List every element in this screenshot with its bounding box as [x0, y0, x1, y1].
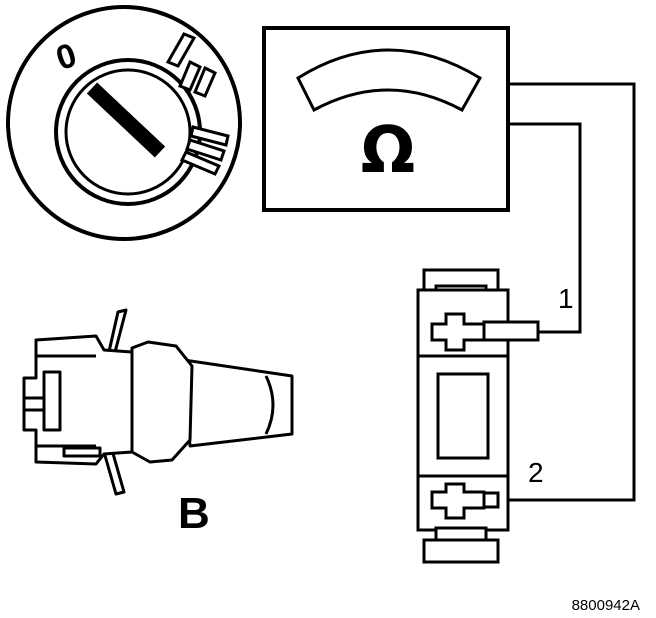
meter-scale-arc — [296, 48, 483, 113]
connector-b — [22, 308, 294, 496]
position-mark-iii — [179, 125, 230, 176]
ignition-switch — [6, 5, 242, 241]
lead-2-wire — [498, 82, 636, 502]
meter-unit-symbol: Ω — [361, 114, 415, 188]
lead-1-label: 1 — [558, 283, 574, 314]
block-window — [436, 372, 490, 460]
connector-label: B — [178, 489, 210, 538]
connector-cable — [182, 358, 294, 448]
ohmmeter: Ω — [262, 26, 510, 212]
key-slot — [86, 82, 166, 158]
connector-block — [416, 268, 540, 564]
terminal-1 — [430, 312, 486, 352]
connector-boot — [130, 340, 194, 464]
block-bottom-tab — [434, 526, 488, 542]
lead-2-label: 2 — [528, 457, 544, 488]
position-mark-i — [165, 32, 197, 68]
probe-2 — [482, 491, 500, 509]
connector-housing — [22, 334, 134, 466]
lead-1-wire — [508, 122, 582, 334]
position-mark-ii — [178, 59, 217, 98]
probe-1 — [482, 320, 540, 342]
terminal-2 — [430, 482, 486, 520]
block-bottom-cap — [422, 538, 500, 564]
test-leads — [498, 82, 636, 502]
reference-code: 8800942A — [572, 597, 640, 614]
